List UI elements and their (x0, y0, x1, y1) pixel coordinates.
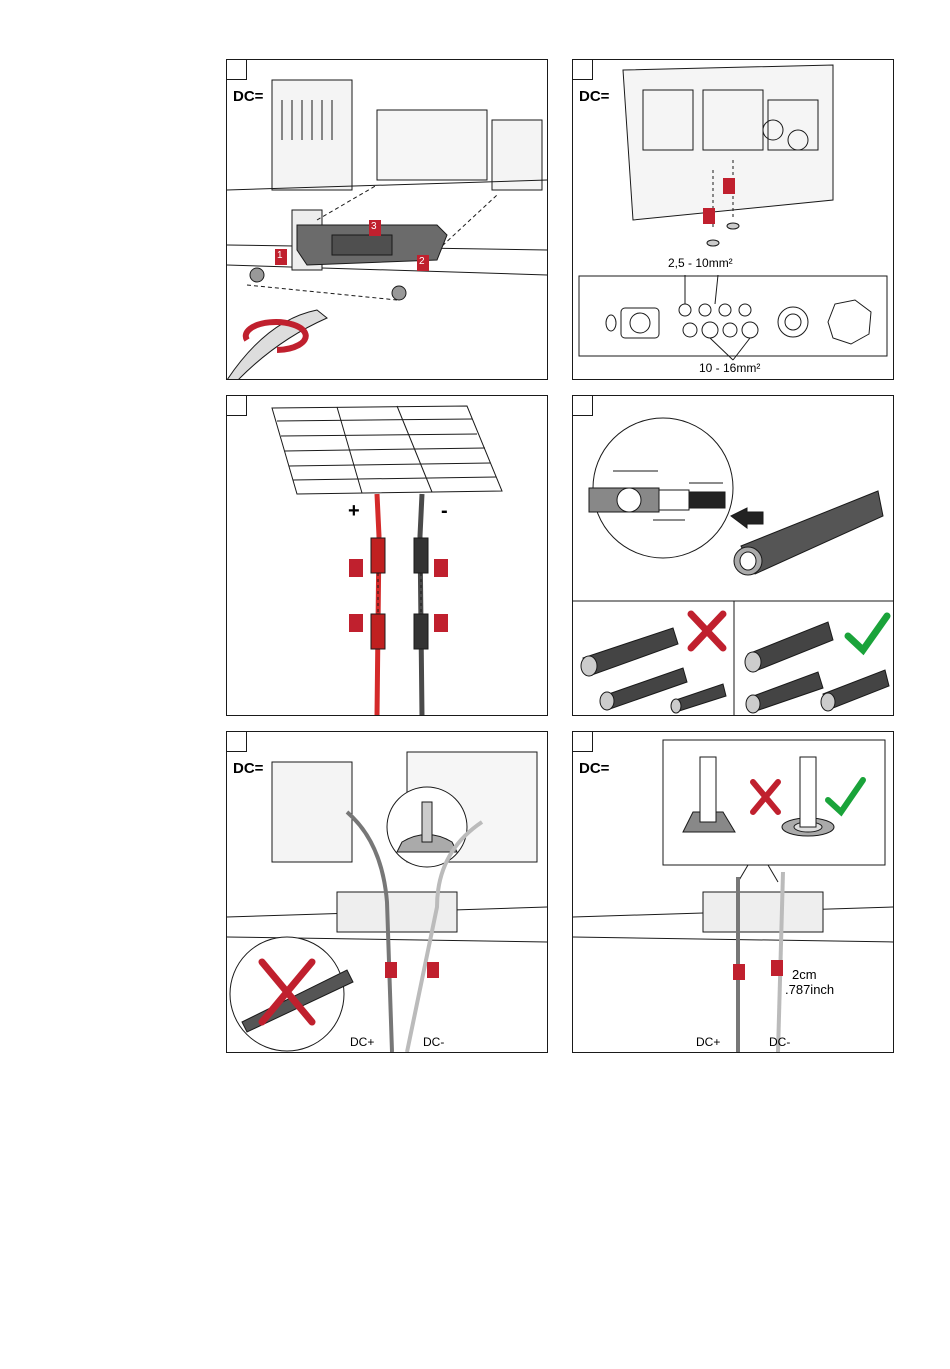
panel-1-remove-cover: DC= 1 3 2 (226, 59, 548, 380)
dc-label: DC= (579, 760, 609, 777)
range-large-label: 10 - 16mm² (699, 361, 760, 375)
step-marker-1: 1 (277, 250, 283, 261)
range-small-label: 2,5 - 10mm² (668, 256, 733, 270)
step-marker-2: 2 (419, 256, 425, 267)
minus-sign-label: - (441, 500, 448, 523)
panel-6-cable-length: DC= 2cm .787inch DC+ DC- (572, 731, 894, 1053)
step-number-box (573, 396, 593, 416)
panel-5-insert-cables: DC= DC+ DC- (226, 731, 548, 1053)
step-number-box (227, 732, 247, 752)
panel-5-illustration (227, 732, 548, 1053)
dc-plus-label: DC+ (696, 1035, 720, 1049)
length-inch-label: .787inch (785, 982, 834, 997)
dc-minus-label: DC- (769, 1035, 790, 1049)
dc-label: DC= (233, 760, 263, 777)
dc-label: DC= (233, 88, 263, 105)
step-number-box (227, 60, 247, 80)
step-number-box (573, 732, 593, 752)
panel-2-cable-cross-sections: DC= 2,5 - 10mm² (572, 59, 894, 380)
plus-sign-label: + (348, 500, 360, 523)
dc-plus-label: DC+ (350, 1035, 374, 1049)
panel-1-step-arrows (227, 60, 548, 380)
step-number-box (227, 396, 247, 416)
dc-label: DC= (579, 88, 609, 105)
step-number-box (573, 60, 593, 80)
step-marker-3: 3 (371, 221, 377, 232)
panel-3-illustration (227, 396, 548, 716)
panel-6-illustration (573, 732, 894, 1053)
length-cm-label: 2cm (792, 967, 817, 982)
panel-4-illustration (573, 396, 894, 716)
panel-2-illustration (573, 60, 894, 380)
panel-3-solar-connectors: + - (226, 395, 548, 716)
dc-minus-label: DC- (423, 1035, 444, 1049)
panel-4-strip-cable (572, 395, 894, 716)
